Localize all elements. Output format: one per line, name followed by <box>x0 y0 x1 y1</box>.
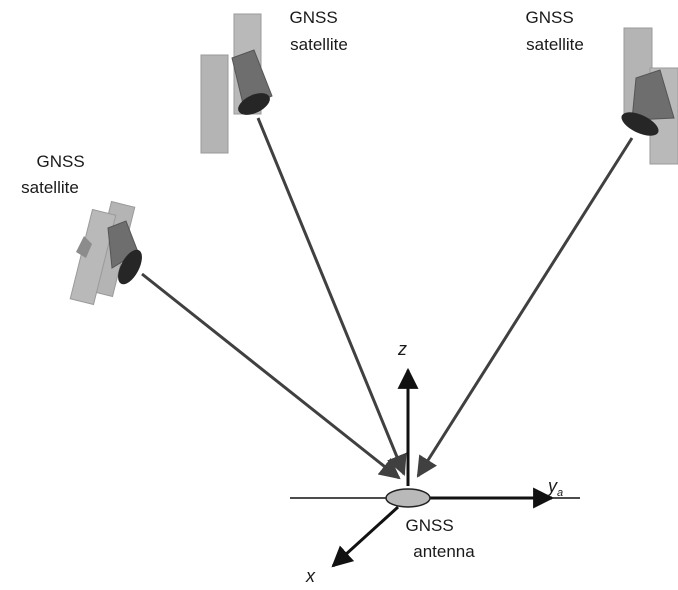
satellite-label-line1: GNSS <box>526 8 574 27</box>
satellite-label-line1: GNSS <box>37 152 85 171</box>
satellite-label-line2: satellite <box>526 35 584 54</box>
y-axis-subscript: a <box>557 487 563 499</box>
satellite-label-line1: GNSS <box>290 8 338 27</box>
antenna-label-line1: GNSS <box>406 516 454 535</box>
antenna-label: GNSS antenna <box>406 516 476 561</box>
signal-line-middle <box>256 117 407 476</box>
satellite-label-left: GNSS satellite <box>21 152 89 197</box>
satellite-dish <box>238 93 270 115</box>
satellite-middle <box>200 13 273 154</box>
satellite-dish <box>118 249 142 285</box>
satellite-label-line2: satellite <box>21 178 79 197</box>
antenna-label-line2: antenna <box>413 542 475 561</box>
solar-panel <box>200 54 229 154</box>
satellite-body-side <box>76 236 92 258</box>
satellite-left <box>69 200 142 306</box>
x-axis <box>331 505 400 568</box>
gnss-antenna <box>385 488 431 508</box>
satellite-dish <box>621 112 659 136</box>
z-axis-label: z <box>397 339 407 359</box>
satellite-right <box>621 27 678 165</box>
satellite-body <box>631 69 675 121</box>
satellite-label-right: GNSS satellite <box>526 8 584 54</box>
signal-line-right <box>416 137 634 478</box>
satellite-label-middle: GNSS satellite <box>290 8 348 54</box>
signal-line-left <box>141 272 401 480</box>
satellite-label-line2: satellite <box>290 35 348 54</box>
x-axis-label: x <box>305 566 316 586</box>
y-axis-letter: y <box>546 476 558 496</box>
y-axis-label: ya <box>546 476 563 499</box>
